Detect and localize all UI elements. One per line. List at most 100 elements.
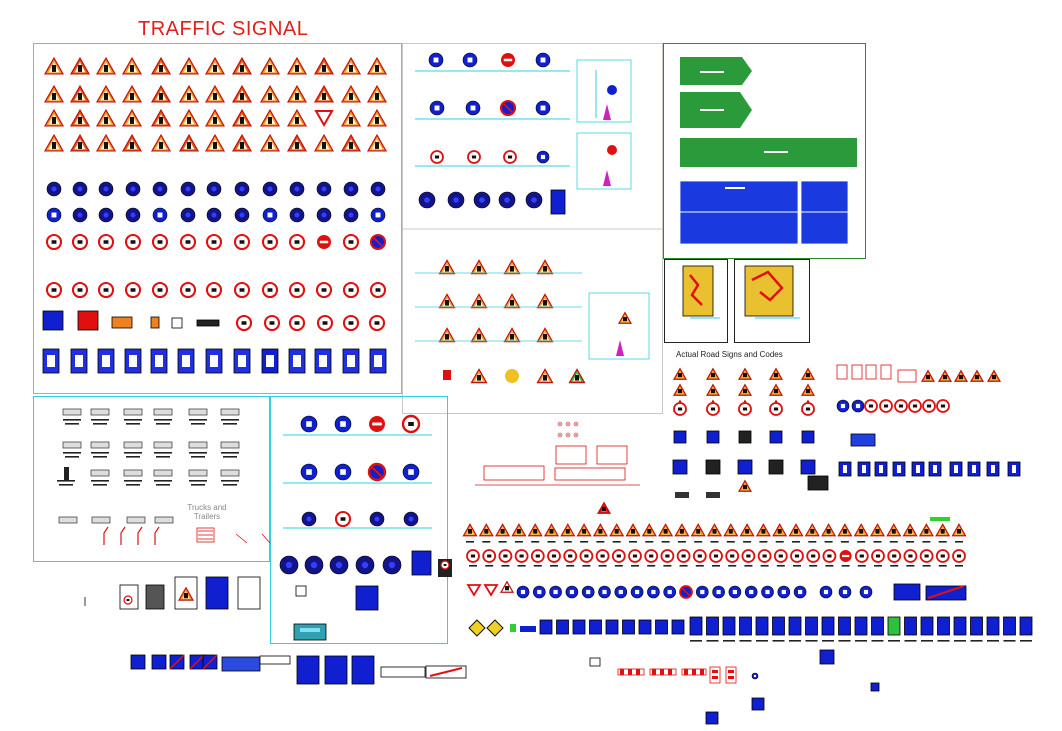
info-plate — [539, 619, 553, 635]
mandatory-panel — [270, 396, 448, 644]
plate-symbol — [933, 465, 937, 473]
actual-road-caption: Actual Road Signs and Codes — [676, 350, 783, 359]
mandatory-symbol — [130, 186, 136, 192]
plate-symbol — [347, 355, 355, 367]
route-plate — [380, 666, 426, 678]
info-plate — [706, 430, 720, 444]
mandatory-symbol — [157, 186, 163, 192]
mandatory-symbol — [537, 589, 542, 595]
prohibition-symbol — [710, 407, 716, 411]
sign-code-label — [822, 640, 834, 642]
triangle-symbol — [924, 529, 929, 534]
sign-code-label — [550, 565, 558, 567]
info-plate — [904, 616, 917, 636]
prohibition-symbol — [294, 321, 300, 325]
prohibition-symbol — [375, 288, 381, 292]
sign-code-label — [223, 423, 237, 425]
sign-code-label — [825, 565, 834, 567]
truck-icon — [188, 408, 208, 416]
chevron-post — [709, 666, 721, 684]
sign-code-label — [154, 419, 172, 421]
triangle-symbol — [891, 529, 896, 534]
triangle-symbol — [322, 65, 326, 72]
info-plate — [970, 616, 983, 636]
mandatory-symbol — [211, 212, 217, 218]
bench-drawing — [596, 445, 628, 465]
plate-symbol — [293, 355, 301, 367]
sign-code-label — [808, 541, 817, 543]
triangle-symbol — [375, 65, 379, 72]
sign-code-label — [809, 565, 818, 567]
marker-plate — [851, 364, 863, 380]
prohibition-symbol — [778, 554, 783, 558]
prohibition-symbol — [269, 321, 275, 325]
mandatory-symbol — [667, 589, 672, 595]
sign-code-label — [91, 480, 109, 482]
triangle-symbol — [78, 93, 82, 100]
sign-code-label — [485, 565, 494, 567]
prohibition-symbol — [51, 288, 57, 292]
sign-code-label — [694, 541, 703, 543]
prohibition-symbol — [575, 423, 577, 425]
triangle-symbol — [477, 300, 481, 306]
sign-code-label — [840, 541, 849, 543]
marker-plate — [865, 364, 877, 380]
info-plate — [42, 310, 64, 331]
triangle-symbol — [187, 117, 191, 124]
guide-line — [261, 533, 271, 544]
no-parking-slash — [371, 466, 383, 478]
info-plate — [705, 459, 721, 475]
bench-drawing — [483, 465, 545, 481]
mandatory-symbol — [635, 589, 640, 595]
info-plate — [739, 616, 752, 636]
sign-code-label — [772, 640, 785, 642]
small-plate — [706, 492, 720, 498]
prohibition-symbol — [649, 554, 654, 558]
truck-icon — [153, 408, 173, 416]
sign-code-label — [888, 640, 900, 642]
chevron-stripe — [728, 676, 734, 679]
sign-code-label — [874, 565, 882, 567]
triangle-symbol — [959, 375, 963, 380]
info-plate — [205, 576, 229, 610]
prohibition-symbol — [697, 554, 702, 558]
sign-code-label — [906, 541, 915, 543]
triangle-symbol — [975, 375, 979, 380]
prohibition-symbol — [924, 554, 929, 558]
triangle-symbol — [104, 93, 108, 100]
mandatory-symbol — [602, 589, 607, 595]
info-plate — [145, 584, 165, 610]
mandatory-symbol — [798, 589, 803, 595]
prohibition-symbol — [470, 554, 476, 558]
triangle-symbol — [159, 93, 163, 100]
mandatory-symbol — [348, 186, 354, 192]
mandatory-symbol — [540, 154, 546, 160]
mandatory-symbol — [531, 197, 537, 203]
arrow-plate — [171, 317, 183, 329]
sign-code-label — [679, 565, 688, 567]
truck-icon — [90, 469, 110, 477]
sign-text-line — [700, 109, 724, 111]
no-parking-slash — [503, 103, 513, 113]
mandatory-symbol — [285, 561, 293, 569]
no-parking-slash — [373, 237, 383, 247]
info-plate — [821, 616, 835, 636]
info-plate — [937, 616, 950, 636]
plate-symbol — [843, 465, 847, 473]
info-plate — [589, 619, 602, 635]
plate-symbol — [954, 465, 958, 473]
info-plate — [638, 619, 652, 635]
triangle-symbol — [678, 389, 682, 394]
triangle-symbol — [349, 65, 353, 72]
info-plate — [622, 619, 635, 635]
triangle-symbol — [349, 93, 353, 100]
info-plate — [673, 430, 687, 444]
prohibition-symbol — [742, 407, 748, 411]
triangle-symbol — [184, 593, 188, 599]
sign-code-label — [154, 480, 172, 482]
triangle-symbol — [711, 373, 715, 378]
cad-detail-box — [576, 59, 632, 123]
sign-code-label — [739, 640, 752, 642]
prohibition-symbol — [713, 554, 719, 558]
prohibition-symbol — [805, 407, 811, 411]
